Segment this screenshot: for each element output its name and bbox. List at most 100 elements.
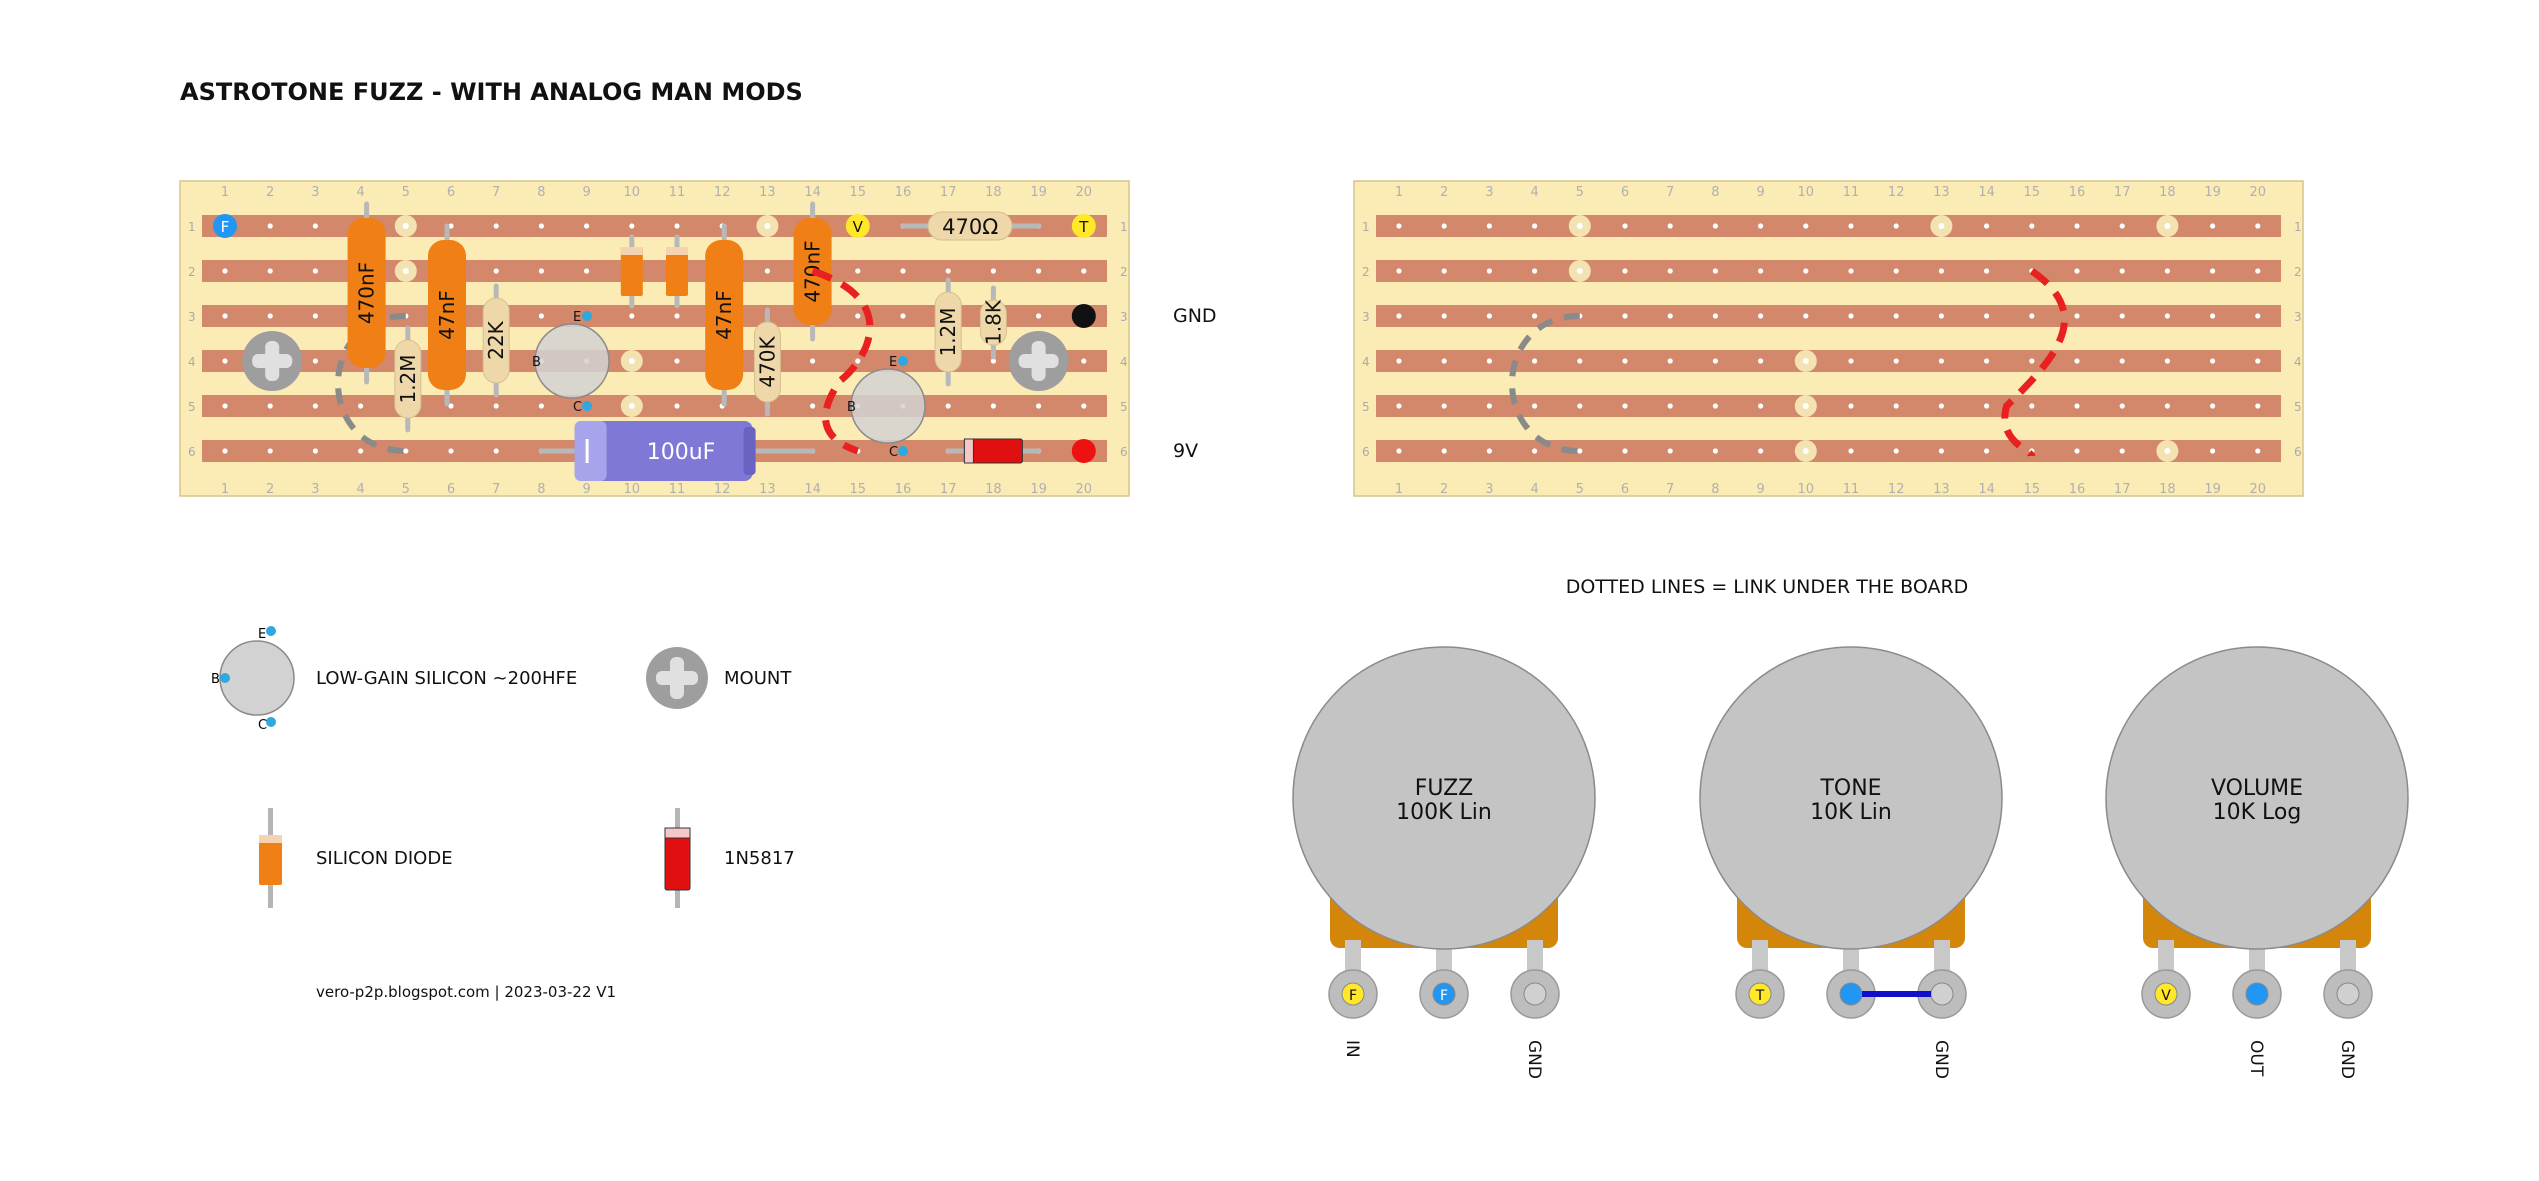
hole: [312, 223, 318, 229]
hole: [1938, 448, 1944, 454]
legend-mount-label: MOUNT: [724, 668, 792, 689]
hole: [1848, 223, 1854, 229]
column-number: 15: [2024, 482, 2041, 497]
hole: [1667, 403, 1673, 409]
hole: [1712, 358, 1718, 364]
hole: [1486, 313, 1492, 319]
row-number: 6: [1120, 445, 1128, 459]
hole: [1441, 268, 1447, 274]
hole: [2210, 313, 2216, 319]
column-number: 9: [1756, 482, 1764, 497]
row-number: 1: [1362, 220, 1370, 234]
hole: [448, 448, 454, 454]
column-number: 13: [759, 185, 776, 200]
hole: [1486, 358, 1492, 364]
hole: [1712, 268, 1718, 274]
row-number: 6: [1362, 445, 1370, 459]
column-number: 19: [1030, 185, 1047, 200]
pot-value: 10K Log: [2213, 800, 2302, 825]
pot-value: 10K Lin: [1810, 800, 1892, 825]
hole: [1622, 313, 1628, 319]
hole: [267, 223, 273, 229]
hole: [990, 268, 997, 274]
hole: [1396, 358, 1402, 364]
column-number: 13: [1933, 482, 1950, 497]
column-number: 11: [1843, 482, 1860, 497]
hole: [1848, 358, 1854, 364]
hole: [2074, 223, 2080, 229]
column-number: 8: [537, 482, 545, 497]
hole: [1803, 403, 1809, 409]
hole: [1577, 268, 1583, 274]
hole: [945, 268, 951, 274]
hole: [1577, 448, 1583, 454]
hole: [1622, 403, 1628, 409]
board-component-side: 1122334455667788991010111112121313141415…: [179, 180, 1130, 497]
hole: [674, 358, 680, 364]
pot-lug-mark: F: [1349, 988, 1357, 1004]
nine-volt-label: 9V: [1173, 440, 1198, 462]
hole: [1532, 358, 1538, 364]
column-number: 19: [2204, 482, 2221, 497]
row-number: 2: [188, 265, 196, 279]
column-number: 20: [1076, 185, 1093, 200]
pot-name: TONE: [1819, 776, 1881, 801]
hole: [629, 403, 635, 409]
hole: [1532, 223, 1538, 229]
pot-name: VOLUME: [2211, 776, 2303, 801]
row-number: 3: [1362, 310, 1370, 324]
pot-lug-mark: V: [2161, 988, 2171, 1004]
hole: [1577, 358, 1583, 364]
hole: [2210, 448, 2216, 454]
column-number: 9: [1756, 185, 1764, 200]
hole: [2210, 268, 2216, 274]
hole: [2029, 403, 2035, 409]
hole: [222, 268, 228, 274]
hole: [1758, 403, 1764, 409]
column-number: 4: [356, 482, 364, 497]
hole: [403, 268, 409, 274]
copper-strip: [1376, 440, 2281, 462]
hole: [1081, 403, 1087, 409]
copper-strip: [1376, 260, 2281, 282]
pin-dot: [582, 401, 592, 411]
cap-c3: [705, 240, 744, 390]
resistor-r3-label: 470K: [755, 335, 779, 387]
column-number: 6: [447, 482, 455, 497]
gnd-label: GND: [1173, 305, 1217, 327]
red-link: [811, 267, 874, 455]
row-number: 6: [188, 445, 196, 459]
hole: [2029, 358, 2035, 364]
column-number: 7: [492, 482, 500, 497]
resistor-r4: [927, 211, 1013, 241]
pot-lug-mark: T: [1755, 988, 1765, 1004]
row-number: 5: [1362, 400, 1370, 414]
pad-volume-label: V: [853, 218, 864, 236]
hole: [1938, 403, 1944, 409]
column-number: 18: [985, 185, 1002, 200]
column-number: 12: [714, 185, 731, 200]
red-link: [2001, 268, 2068, 458]
resistor-r2-label: 1.2M: [396, 354, 420, 403]
cap-c2-label: 47nF: [435, 290, 459, 340]
hole: [2210, 223, 2216, 229]
hole: [1712, 223, 1718, 229]
column-number: 14: [1978, 185, 1995, 200]
cap-c3-label: 47nF: [712, 290, 736, 340]
hole: [2029, 223, 2035, 229]
hole: [2119, 448, 2125, 454]
hole: [1441, 223, 1447, 229]
hole: [855, 358, 861, 364]
hole: [312, 358, 318, 364]
pot-pin-label: OUT: [2246, 1040, 2266, 1077]
hole: [2074, 268, 2080, 274]
hole: [764, 268, 771, 274]
electrolytic-end: [743, 427, 756, 475]
pot-disk: [1699, 646, 2003, 950]
pot-lug-center: [2336, 982, 2360, 1006]
pin-dot: [220, 673, 230, 683]
hole: [1396, 448, 1402, 454]
